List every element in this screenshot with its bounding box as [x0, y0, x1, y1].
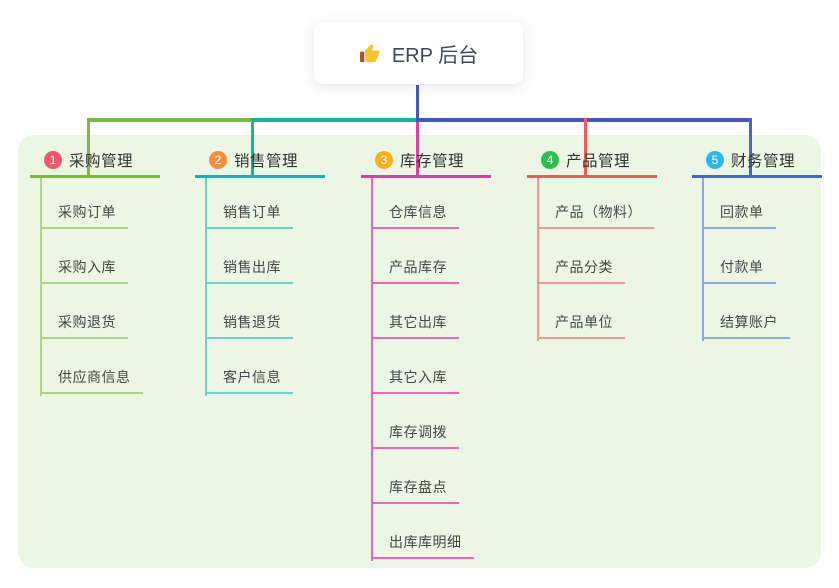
branch-label: 产品管理	[566, 152, 631, 170]
connector-spine-sales	[205, 178, 207, 396]
child-node[interactable]: 其它出库	[371, 309, 459, 339]
branch-label: 财务管理	[731, 152, 796, 170]
child-node[interactable]: 仓库信息	[371, 199, 459, 229]
child-node[interactable]: 出库库明细	[371, 529, 474, 559]
child-node-label: 其它出库	[389, 314, 447, 330]
branch-node-inventory[interactable]: 3 库存管理	[361, 144, 491, 178]
child-node[interactable]: 销售退货	[205, 309, 293, 339]
child-node-label: 供应商信息	[58, 369, 131, 385]
branch-node-product[interactable]: 4 产品管理	[527, 144, 657, 178]
child-node[interactable]: 结算账户	[702, 309, 790, 339]
child-node[interactable]: 销售出库	[205, 254, 293, 284]
branch-badge: 3	[375, 150, 393, 169]
thumbs-up-icon	[359, 42, 382, 65]
connector-bus-left	[87, 118, 253, 122]
child-node-label: 出库库明细	[389, 534, 462, 550]
connector-root-stem	[416, 85, 419, 122]
child-node-label: 库存盘点	[389, 479, 447, 495]
branch-badge: 4	[541, 150, 559, 169]
child-node[interactable]: 产品分类	[537, 254, 625, 284]
branch-badge: 5	[706, 150, 724, 169]
child-node-label: 产品（物料）	[555, 204, 642, 220]
branch-label: 采购管理	[69, 152, 134, 170]
child-node-label: 销售退货	[223, 314, 281, 330]
child-node[interactable]: 回款单	[702, 199, 776, 229]
branch-label: 库存管理	[400, 152, 465, 170]
child-node[interactable]: 产品（物料）	[537, 199, 654, 229]
child-node[interactable]: 产品单位	[537, 309, 625, 339]
child-node-label: 产品分类	[555, 259, 613, 275]
connector-spine-inventory	[371, 178, 373, 561]
child-node-label: 产品单位	[555, 314, 613, 330]
connector-drop-inventory	[416, 122, 419, 178]
branches-panel	[18, 135, 821, 568]
child-node[interactable]: 采购入库	[40, 254, 128, 284]
child-node[interactable]: 付款单	[702, 254, 776, 284]
connector-drop-finance	[749, 118, 752, 178]
child-node-label: 库存调拨	[389, 424, 447, 440]
child-node[interactable]: 销售订单	[205, 199, 293, 229]
connector-bus-mid	[251, 118, 419, 122]
child-node-label: 仓库信息	[389, 204, 447, 220]
child-node-label: 其它入库	[389, 369, 447, 385]
branch-badge: 2	[209, 150, 227, 169]
branch-node-purchase[interactable]: 1 采购管理	[30, 144, 160, 178]
connector-drop-purchase	[87, 118, 90, 178]
child-node-label: 产品库存	[389, 259, 447, 275]
connector-spine-finance	[702, 178, 704, 341]
child-node-label: 结算账户	[720, 314, 778, 330]
branch-label: 销售管理	[234, 152, 299, 170]
child-node[interactable]: 采购订单	[40, 199, 128, 229]
child-node-label: 销售订单	[223, 204, 281, 220]
child-node-label: 付款单	[720, 259, 764, 275]
connector-drop-sales	[251, 118, 254, 178]
child-node-label: 客户信息	[223, 369, 281, 385]
root-node-label: ERP 后台	[391, 44, 479, 67]
child-node[interactable]: 库存调拨	[371, 419, 459, 449]
child-node-label: 采购订单	[58, 204, 116, 220]
child-node[interactable]: 供应商信息	[40, 364, 143, 394]
branch-badge: 1	[44, 150, 62, 169]
child-node[interactable]: 库存盘点	[371, 474, 459, 504]
connector-spine-product	[537, 178, 539, 341]
connector-drop-product	[584, 118, 587, 178]
connector-spine-purchase	[40, 178, 42, 396]
child-node[interactable]: 采购退货	[40, 309, 128, 339]
child-node-label: 回款单	[720, 204, 764, 220]
child-node-label: 采购入库	[58, 259, 116, 275]
child-node[interactable]: 其它入库	[371, 364, 459, 394]
child-node[interactable]: 客户信息	[205, 364, 293, 394]
branch-node-finance[interactable]: 5 财务管理	[692, 144, 822, 178]
child-node[interactable]: 产品库存	[371, 254, 459, 284]
child-node-label: 销售出库	[223, 259, 281, 275]
branch-node-sales[interactable]: 2 销售管理	[195, 144, 325, 178]
root-node[interactable]: ERP 后台	[314, 22, 523, 84]
child-node-label: 采购退货	[58, 314, 116, 330]
